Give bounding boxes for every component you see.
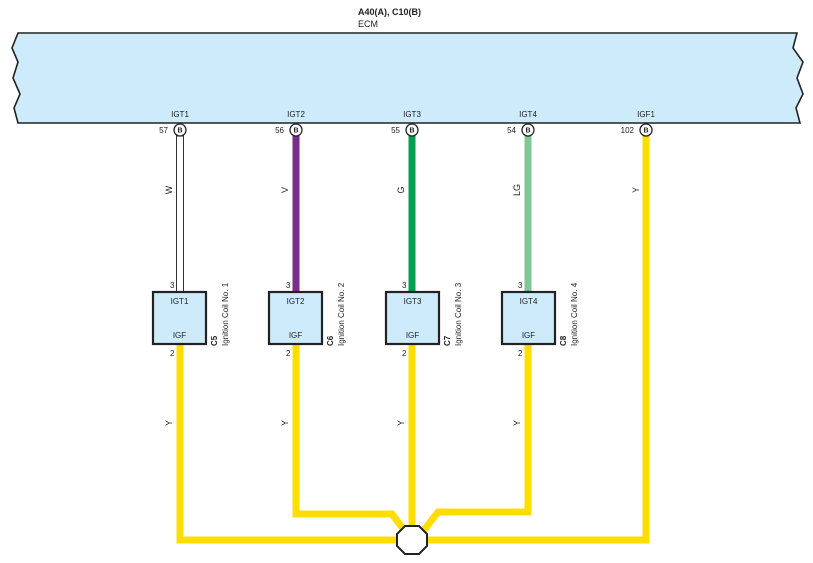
terminal-pin-55: 55 [391, 126, 400, 135]
ground-wire-label-3: Y [396, 420, 406, 426]
coil-3-top-label: IGT3 [404, 297, 422, 306]
coil-2-top-label: IGT2 [287, 297, 305, 306]
ground-wire-label-2: Y [280, 420, 290, 426]
igf-bus-right-inner [421, 345, 532, 533]
igf-bus-right-outer [426, 136, 650, 544]
coil-3-pin-top: 3 [402, 281, 407, 290]
wire-label-igf1: Y [631, 187, 641, 193]
coil-1-top-label: IGT1 [171, 297, 189, 306]
coil-4-connector: C8 [559, 335, 568, 346]
wire-igt4-lightgreen [524, 136, 532, 292]
ground-wire-label-4: Y [512, 420, 522, 426]
coil-3-bottom-label: IGF [406, 331, 419, 340]
igf-bus-left-inner [292, 345, 407, 533]
ignition-coil-3: 3 IGT3 IGF 2 C7 Ignition Coil No. 3 [384, 281, 463, 358]
terminal-pin-57: 57 [159, 126, 168, 135]
coil-1-connector: C5 [210, 335, 219, 346]
coil-1-bottom-label: IGF [173, 331, 186, 340]
coil-3-name: Ignition Coil No. 3 [454, 282, 463, 346]
coil-4-top-label: IGT4 [520, 297, 538, 306]
terminal-marker-igf1 [639, 123, 653, 137]
coil-4-bottom-label: IGF [522, 331, 535, 340]
coil-4-box [500, 290, 557, 346]
wire-label-igt4: LG [512, 184, 522, 196]
ecm-name: ECM [358, 19, 378, 29]
terminal-mark-igt2: B [293, 128, 298, 135]
terminal-mark-igt3: B [409, 128, 414, 135]
ecm-connector-ref: A40(A), C10(B) [358, 7, 421, 17]
terminal-pin-54: 54 [507, 126, 516, 135]
ignition-coil-2: 3 IGT2 IGF 2 C6 Ignition Coil No. 2 [267, 281, 346, 358]
igf-bus [176, 136, 650, 544]
terminal-pin-56: 56 [275, 126, 284, 135]
ignition-coil-1: 3 IGT1 IGF 2 C5 Ignition Coil No. 1 [151, 281, 230, 358]
coil-4-name: Ignition Coil No. 4 [570, 282, 579, 346]
coil-2-pin-top: 3 [286, 281, 291, 290]
terminal-marker-igt3 [405, 123, 419, 137]
terminal-pin-102: 102 [621, 126, 635, 135]
terminal-signal-igt3: IGT3 [403, 110, 421, 119]
terminal-marker-igt2 [289, 123, 303, 137]
terminal-signal-igt4: IGT4 [519, 110, 537, 119]
terminal-mark-igf1: B [643, 128, 648, 135]
coil-2-bottom-label: IGF [289, 331, 302, 340]
wire-label-igt3: G [396, 186, 406, 193]
coil-1-pin-bottom: 2 [170, 349, 175, 358]
coil-3-pin-bottom: 2 [402, 349, 407, 358]
coil-2-connector: C6 [326, 335, 335, 346]
ignition-coil-4: 3 IGT4 IGF 2 C8 Ignition Coil No. 4 [500, 281, 579, 358]
wire-label-igt2: V [280, 187, 290, 193]
coil-3-connector: C7 [443, 335, 452, 346]
coil-4-pin-bottom: 2 [518, 349, 523, 358]
terminal-mark-igt4: B [525, 128, 530, 135]
coil-1-name: Ignition Coil No. 1 [221, 282, 230, 346]
coil-2-name: Ignition Coil No. 2 [337, 282, 346, 346]
terminal-signal-igf1: IGF1 [637, 110, 655, 119]
ground-wire-label-1: Y [164, 420, 174, 426]
ecm-box [11, 32, 804, 124]
wire-igt1-white [176, 135, 184, 293]
coil-2-pin-bottom: 2 [286, 349, 291, 358]
terminal-marker-igt1 [173, 123, 187, 137]
coil-1-pin-top: 3 [170, 281, 175, 290]
wire-igt2-violet [292, 136, 300, 292]
igf-bus-left-outer [176, 345, 400, 544]
terminal-signal-igt1: IGT1 [171, 110, 189, 119]
coil-4-pin-top: 3 [518, 281, 523, 290]
coil-3-box [384, 290, 441, 346]
terminal-marker-igt4 [521, 123, 535, 137]
coil-2-box [267, 290, 324, 346]
terminal-signal-igt2: IGT2 [287, 110, 305, 119]
junction-connector [396, 525, 428, 555]
terminal-mark-igt1: B [177, 128, 182, 135]
wire-label-igt1: W [164, 185, 174, 194]
wire-igt3-green [408, 136, 416, 292]
coil-1-box [151, 290, 208, 346]
